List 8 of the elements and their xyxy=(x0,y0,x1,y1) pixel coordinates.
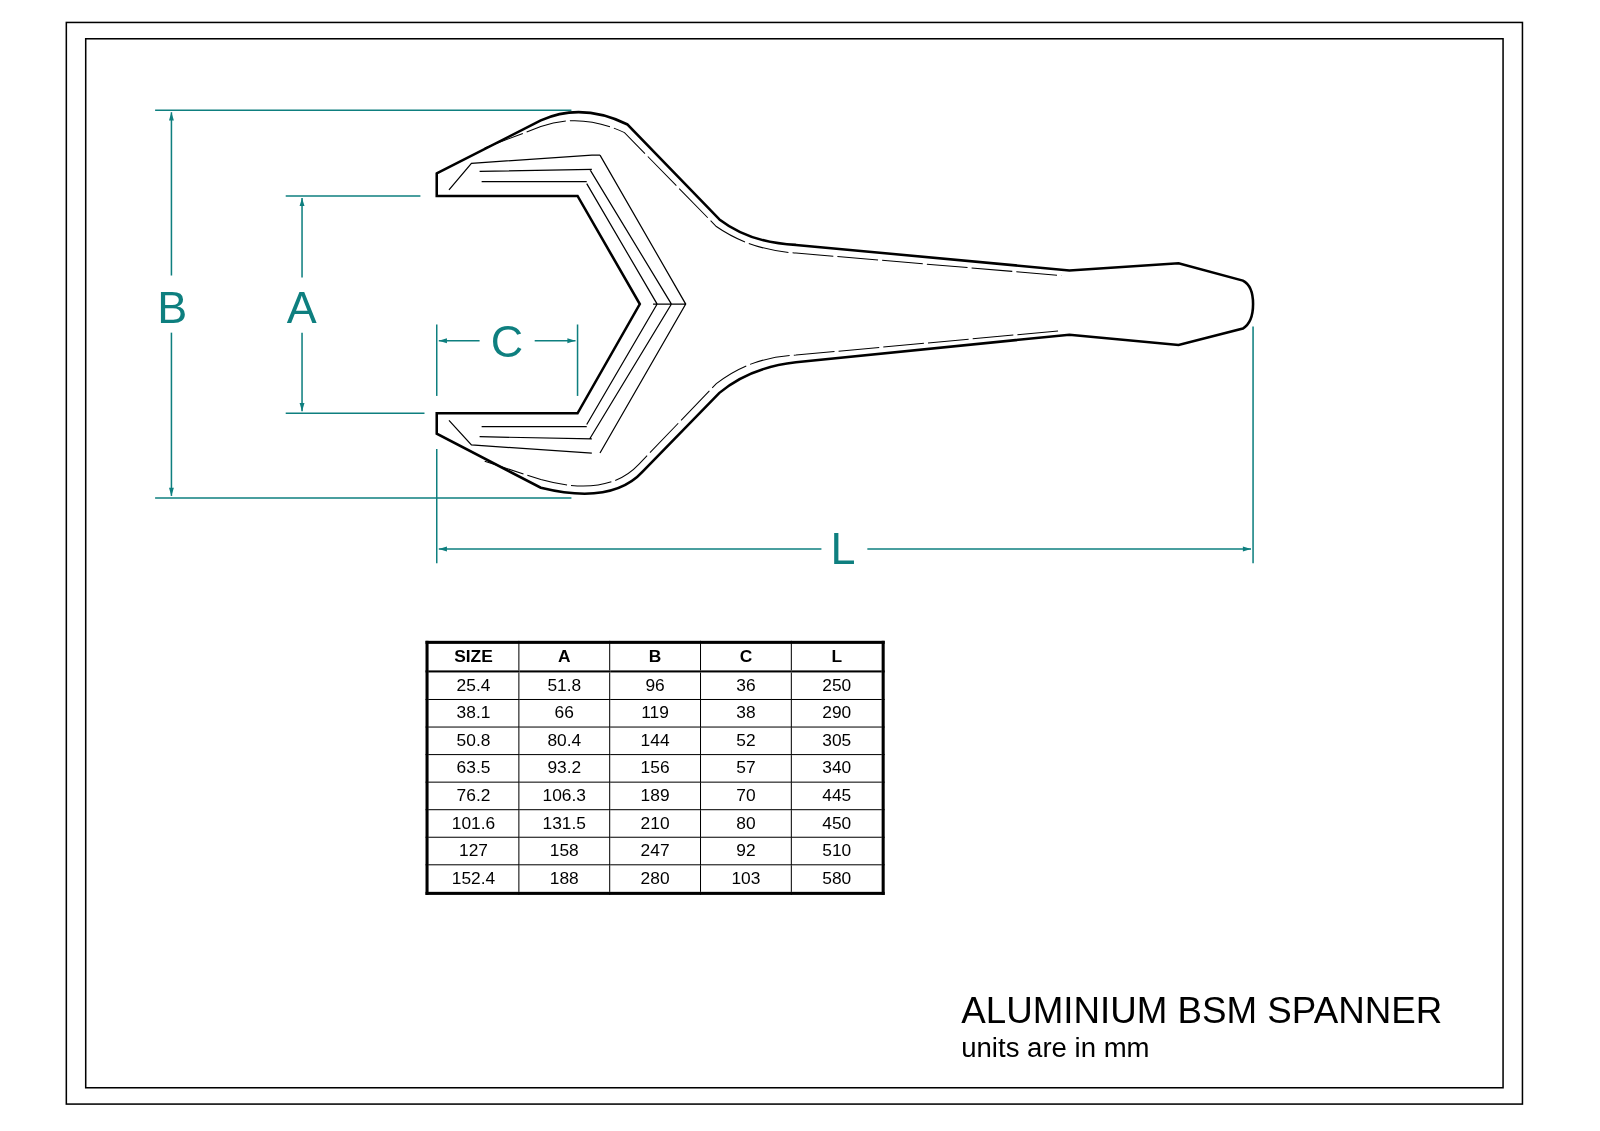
drawing-title: ALUMINIUM BSM SPANNER xyxy=(961,989,1443,1033)
dimension-label: C xyxy=(490,319,524,365)
header-cell: B xyxy=(609,642,701,672)
table-cell: 96 xyxy=(609,671,701,700)
units-note: units are in mm xyxy=(961,1032,1150,1065)
dimension-label: B xyxy=(157,285,188,331)
dimension-label: L xyxy=(830,526,856,572)
dimension-label: A xyxy=(286,285,317,331)
